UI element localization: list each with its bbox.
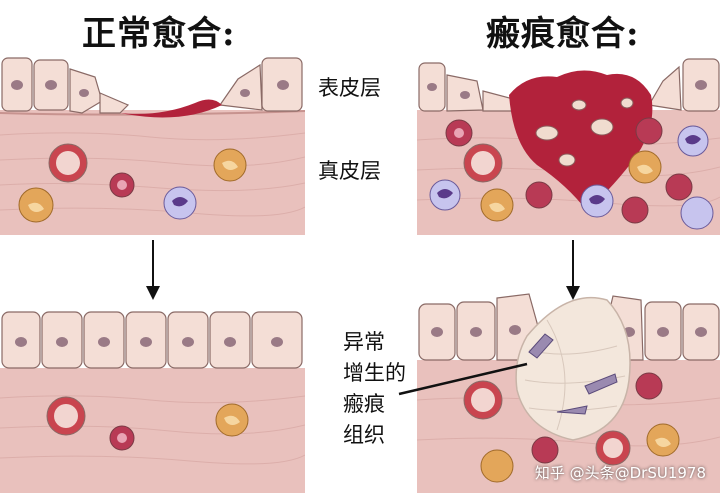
label-epidermis: 表皮层 — [318, 76, 381, 100]
label-scar-line4: 组织 — [343, 423, 385, 447]
dermis-cells — [18, 143, 247, 223]
panel-scar-healed — [417, 290, 720, 493]
label-dermis: 真皮层 — [318, 159, 381, 183]
arrow-down-right — [566, 240, 580, 300]
watermark: 知乎 @头条@DrSU1978 — [534, 464, 706, 482]
title-normal-healing: 正常愈合: — [82, 14, 236, 54]
panel-normal-healed — [0, 308, 305, 493]
label-scar-tissue: 异常 增生的 瘢痕 组织 — [343, 327, 406, 451]
label-scar-line3: 瘢痕 — [343, 392, 385, 416]
label-scar-line2: 增生的 — [343, 361, 406, 385]
panel-normal-wound — [0, 55, 305, 235]
panel-scar-wound — [417, 55, 720, 235]
arrow-down-left — [146, 240, 160, 300]
label-scar-line1: 异常 — [343, 330, 385, 354]
title-scar-healing: 瘢痕愈合: — [486, 14, 640, 54]
pointer-line — [398, 362, 528, 396]
